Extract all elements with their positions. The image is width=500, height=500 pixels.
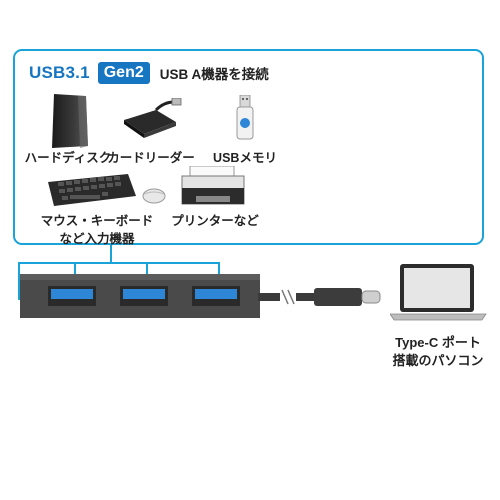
keyboard-mouse-icon (48, 174, 166, 206)
connect-text: USB A機器を接続 (159, 67, 269, 82)
usb-port-1 (48, 286, 96, 306)
usb-c-cable-icon (258, 288, 381, 306)
usb-version-label: USB3.1 (29, 63, 90, 82)
usb-memory-icon (236, 95, 254, 140)
connector-left-drop (18, 262, 20, 300)
gen-badge: Gen2 (97, 62, 150, 84)
usb-port-3 (192, 286, 240, 306)
device-label-printer: プリンターなど (171, 214, 259, 228)
panel-header: USB3.1 Gen2 USB A機器を接続 (29, 62, 269, 84)
printer-icon (181, 166, 245, 205)
device-label-usb-memory: USBメモリ (213, 151, 277, 165)
device-label-input-devices-line1: マウス・キーボード (40, 214, 154, 228)
device-label-hard-disk: ハードディスク (24, 151, 112, 165)
device-label-card-reader: カードリーダー (107, 151, 195, 165)
card-reader-icon (124, 98, 182, 138)
pc-label: Type-C ポート 搭載のパソコン (383, 334, 493, 370)
pc-label-line1: Type-C ポート (395, 335, 481, 350)
pc-label-line2: 搭載のパソコン (392, 353, 484, 368)
devices-panel (13, 49, 484, 245)
usb-port-2 (120, 286, 168, 306)
connector-port3 (218, 262, 220, 276)
connector-port1 (74, 262, 76, 276)
device-label-input-devices-line2: など入力機器 (59, 232, 135, 246)
connector-port2 (146, 262, 148, 276)
connector-main (110, 245, 112, 262)
laptop-icon (390, 264, 487, 321)
usb-hub-icon (20, 274, 260, 318)
connector-bar (18, 262, 220, 264)
hard-disk-icon (52, 94, 88, 148)
